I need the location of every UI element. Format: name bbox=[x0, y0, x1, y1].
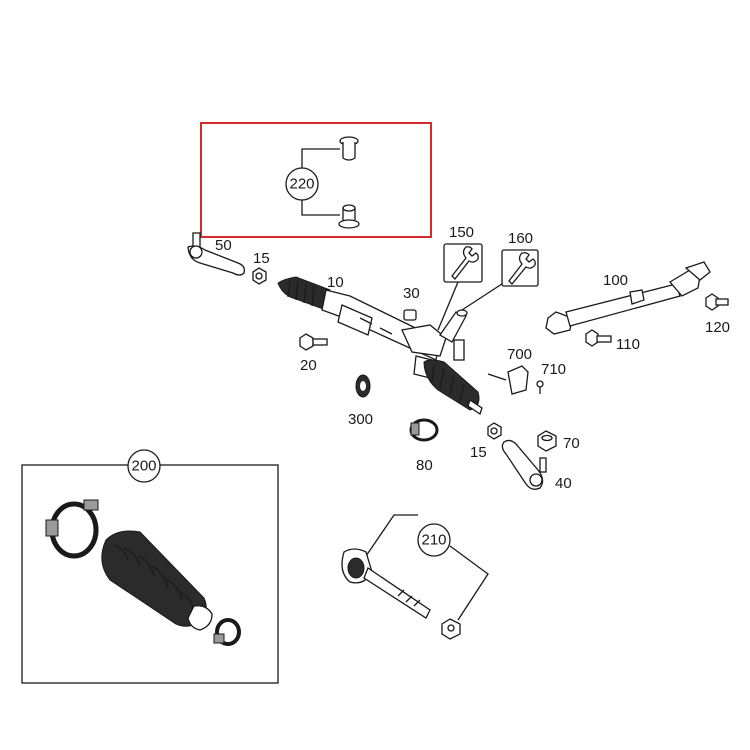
part-150-wrench-icon[interactable] bbox=[443, 243, 483, 283]
highlight-box bbox=[200, 122, 432, 238]
kit-clamp-small bbox=[213, 618, 241, 646]
leader-700 bbox=[487, 373, 507, 381]
callout-20: 20 bbox=[300, 357, 317, 374]
callout-40: 40 bbox=[555, 475, 572, 492]
callout-700: 700 bbox=[507, 346, 532, 363]
part-30-washer[interactable] bbox=[403, 309, 417, 321]
bushing-top bbox=[339, 136, 359, 161]
part-200-boot-kit[interactable]: 200 bbox=[21, 449, 279, 684]
part-20-bolt[interactable] bbox=[299, 333, 328, 351]
callout-70: 70 bbox=[563, 435, 580, 452]
callout-210-circle bbox=[417, 523, 451, 557]
callout-300: 300 bbox=[348, 411, 373, 428]
part-80-clamp[interactable] bbox=[409, 418, 439, 442]
callout-220-circle bbox=[285, 167, 319, 201]
callout-110: 110 bbox=[616, 336, 640, 353]
leader-220-bottom bbox=[301, 198, 340, 216]
part-100-intermediate-shaft[interactable] bbox=[545, 261, 711, 335]
callout-80: 80 bbox=[416, 457, 433, 474]
part-160-wrench-icon[interactable] bbox=[501, 249, 539, 287]
part-15-nut-upper[interactable] bbox=[252, 267, 267, 285]
callout-15-upper: 15 bbox=[253, 250, 270, 267]
callout-710: 710 bbox=[541, 361, 566, 378]
part-110-bolt[interactable] bbox=[585, 329, 612, 347]
part-220-group[interactable]: 220 bbox=[200, 122, 432, 238]
part-70-nut[interactable] bbox=[537, 430, 557, 452]
kit-bellows-boot bbox=[101, 530, 213, 631]
part-120-bolt[interactable] bbox=[705, 293, 729, 311]
leader-210-right bbox=[449, 545, 489, 621]
callout-50: 50 bbox=[215, 237, 232, 254]
leader-220-top bbox=[301, 148, 340, 168]
callout-160: 160 bbox=[508, 230, 533, 247]
part-50-tie-rod-end-left[interactable] bbox=[187, 232, 246, 276]
part-710-screw[interactable] bbox=[536, 380, 544, 394]
part-40-tie-rod-end-right[interactable] bbox=[501, 439, 547, 490]
part-700-bracket[interactable] bbox=[507, 365, 529, 395]
part-210-inner-tie-rod[interactable]: 210 bbox=[341, 514, 489, 640]
part-15-nut-lower[interactable] bbox=[487, 422, 502, 440]
kit-clamp-large bbox=[45, 499, 99, 559]
callout-100: 100 bbox=[603, 272, 628, 289]
part-300-gasket[interactable] bbox=[355, 374, 371, 398]
leader-160 bbox=[461, 279, 509, 311]
callout-30: 30 bbox=[403, 285, 420, 302]
callout-220: 220 bbox=[289, 176, 314, 193]
leader-210-left bbox=[365, 514, 418, 557]
callout-120: 120 bbox=[705, 319, 730, 336]
callout-200-circle bbox=[127, 449, 161, 483]
part-10-steering-rack[interactable] bbox=[277, 276, 483, 416]
callout-15-lower: 15 bbox=[470, 444, 487, 461]
leader-150 bbox=[437, 281, 459, 331]
callout-210: 210 bbox=[421, 532, 446, 549]
bushing-bottom bbox=[338, 204, 360, 229]
callout-200: 200 bbox=[131, 458, 156, 475]
callout-10: 10 bbox=[327, 274, 344, 291]
callout-150: 150 bbox=[449, 224, 474, 241]
